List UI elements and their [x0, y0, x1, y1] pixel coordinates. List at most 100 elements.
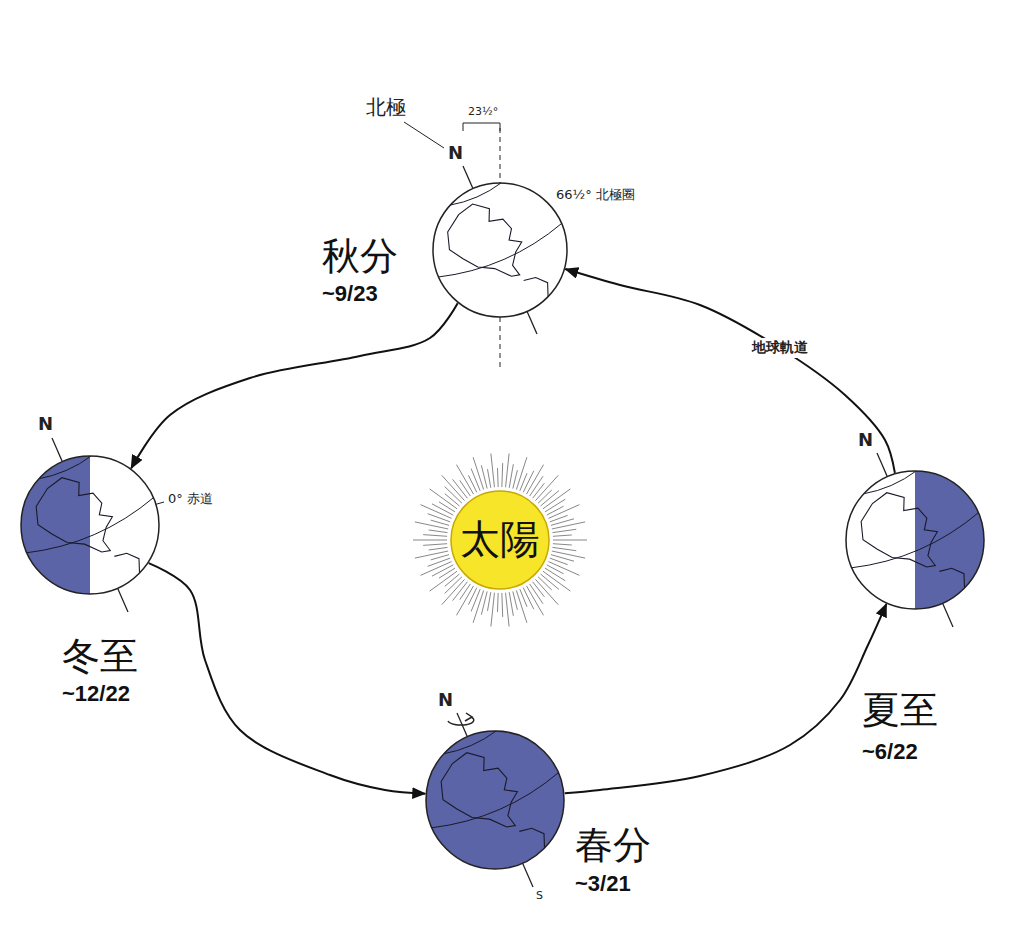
season-name: 夏至 — [862, 690, 938, 732]
arctic-circle-line — [863, 471, 918, 498]
rotation-arrowhead — [465, 713, 472, 721]
arctic-circle-line — [449, 182, 503, 208]
sun-label: 太陽 — [460, 518, 540, 562]
sun-ray — [552, 551, 585, 558]
orbit-arrow — [565, 269, 895, 473]
sun-ray — [413, 540, 447, 541]
sun-ray — [506, 593, 510, 627]
equator-line — [438, 223, 567, 287]
sun-ray — [481, 465, 487, 488]
sun-ray — [442, 475, 465, 500]
sun-ray — [538, 577, 552, 590]
season-date: ~9/23 — [322, 282, 378, 306]
north-marker: N — [438, 690, 453, 710]
sun-ray — [543, 489, 571, 509]
sun-ray — [501, 593, 503, 617]
sun-ray — [538, 490, 552, 503]
sun-ray — [429, 547, 448, 550]
equator-line — [851, 512, 984, 577]
continent — [939, 563, 970, 597]
arctic-circle-label: 66½° 北極圈 — [556, 188, 635, 202]
sun-ray — [460, 584, 471, 600]
sun-ray — [523, 588, 534, 610]
sun-ray — [473, 590, 484, 622]
sun-ray — [513, 591, 518, 609]
season-name: 冬至 — [62, 636, 138, 678]
arctic-circle-line — [443, 731, 498, 758]
north-marker: N — [448, 143, 463, 163]
continent — [524, 272, 554, 305]
sun-ray — [491, 453, 495, 487]
sun-ray — [457, 465, 474, 494]
season-name: 秋分 — [322, 236, 398, 278]
earth-disc — [21, 456, 159, 594]
sun-ray — [545, 499, 565, 512]
sun-ray — [509, 464, 513, 488]
continent — [430, 740, 530, 847]
sun-ray — [430, 571, 458, 591]
sun-ray — [487, 469, 490, 488]
north-marker: N — [38, 414, 53, 434]
continent — [436, 192, 533, 296]
sun-ray — [553, 540, 587, 541]
arctic-circle-line — [38, 456, 93, 483]
sun-ray — [543, 571, 571, 591]
sun-ray — [535, 475, 558, 500]
sun-rays — [413, 453, 587, 626]
sun-ray — [497, 593, 499, 612]
earth-outline — [845, 470, 985, 610]
sun-ray — [553, 535, 572, 536]
equator-line — [26, 497, 159, 562]
sun-ray — [550, 515, 568, 521]
sun-ray — [471, 589, 480, 611]
sun-ray — [501, 463, 503, 487]
sun-ray — [468, 588, 476, 605]
earth-disc — [846, 471, 984, 609]
sun-ray — [415, 551, 448, 558]
sun-ray — [535, 579, 558, 604]
tilt-angle: 23½° — [468, 106, 498, 118]
sun-ray — [473, 457, 484, 489]
sun-ray — [516, 457, 527, 489]
sun-ray — [547, 506, 564, 515]
sun-ray — [533, 582, 545, 597]
sun-ray — [442, 579, 465, 604]
sun-ray — [533, 483, 545, 498]
season-name: 春分 — [575, 825, 651, 867]
orbit-arrow — [149, 563, 426, 794]
sun-ray — [428, 514, 451, 522]
sun-ray — [552, 529, 576, 532]
earth-rim — [426, 731, 564, 869]
sun-ray — [527, 586, 544, 615]
earth-rim — [21, 456, 159, 594]
sun-ray — [506, 453, 510, 487]
sun-ray — [432, 504, 453, 515]
equator-label: 0° 赤道 — [168, 492, 213, 506]
tilt-bracket — [463, 123, 500, 131]
sun-ray — [445, 494, 460, 506]
sun-ray — [553, 544, 572, 545]
night-side — [20, 455, 90, 595]
sun-ray — [423, 535, 447, 537]
night-side — [425, 730, 565, 870]
sun-ray — [547, 565, 564, 574]
sun-disc: 太陽 — [450, 490, 550, 590]
continent — [850, 480, 950, 587]
sun-ray — [432, 565, 453, 576]
season-date: ~12/22 — [62, 682, 130, 706]
sun-ray — [497, 468, 499, 487]
earth-globe: 夏至~6/22 — [845, 470, 985, 610]
sun-ray — [429, 530, 448, 533]
south-marker: S — [536, 890, 543, 902]
sun-ray — [491, 593, 495, 627]
sun-ray — [423, 544, 447, 546]
sun-ray — [509, 592, 513, 616]
sun-ray — [513, 470, 518, 488]
season-date: ~3/21 — [575, 872, 631, 896]
sun-ray — [551, 555, 574, 562]
edge-label: 地球軌道 — [749, 338, 811, 358]
sun-ray — [431, 520, 449, 525]
sun-ray — [431, 555, 449, 560]
earth-outline — [432, 182, 568, 318]
earth-globe: 秋分~9/23 — [432, 182, 568, 318]
